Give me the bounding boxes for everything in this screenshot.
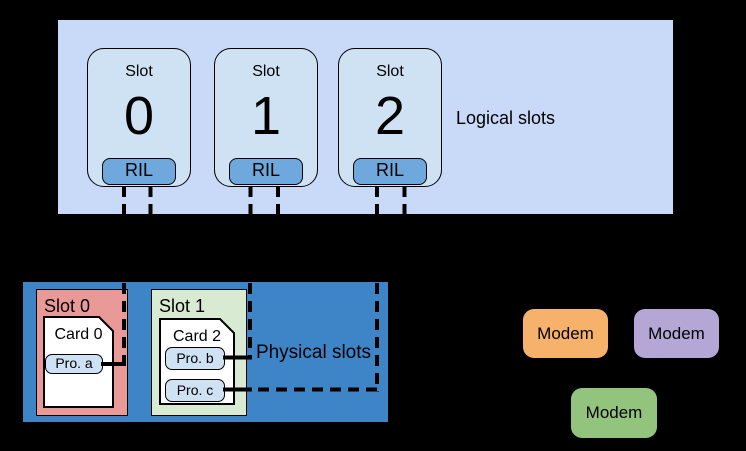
logical-slot-number: 2 [374,86,406,146]
card-label: Card 0 [54,326,103,343]
logical-slot-1: Slot 1 RIL [214,48,318,187]
modem-box-3: Modem [571,388,657,438]
ril-badge-1: RIL [229,158,303,185]
logical-slots-label: Logical slots [456,108,556,128]
profile-a: Pro. a [45,354,103,374]
physical-slot-0: Slot 0 Card 0 Pro. a [36,289,128,416]
physical-slot-label: Slot 1 [159,296,206,316]
logical-slot-0: Slot 0 RIL [87,48,191,187]
logical-slots-container: Slot 0 RIL Slot 1 RIL Slot 2 RIL Logical… [58,20,673,214]
logical-slot-number: 0 [123,86,155,146]
physical-slots-container: Slot 0 Card 0 Pro. a Slot 1 Card 2 Pro. … [23,282,388,422]
ril-badge-0: RIL [102,158,176,185]
sim-card-2: Card 2 Pro. b Pro. c [159,318,235,405]
physical-slots-label: Physical slots [255,342,372,363]
ril-badge-2: RIL [353,158,427,185]
physical-slot-label: Slot 0 [44,296,91,316]
profile-b: Pro. b [165,347,225,370]
card-label: Card 2 [172,328,222,345]
physical-slot-1: Slot 1 Card 2 Pro. b Pro. c [151,289,247,416]
sim-card-0: Card 0 Pro. a [43,316,114,408]
modem-box-2: Modem [634,309,719,358]
logical-slot-title: Slot [125,63,153,80]
logical-slot-title: Slot [252,63,280,80]
profile-c: Pro. c [165,379,225,402]
logical-slot-2: Slot 2 RIL [338,48,442,187]
logical-slot-number: 1 [250,86,282,146]
modem-box-1: Modem [523,309,608,358]
logical-slot-title: Slot [376,63,404,80]
